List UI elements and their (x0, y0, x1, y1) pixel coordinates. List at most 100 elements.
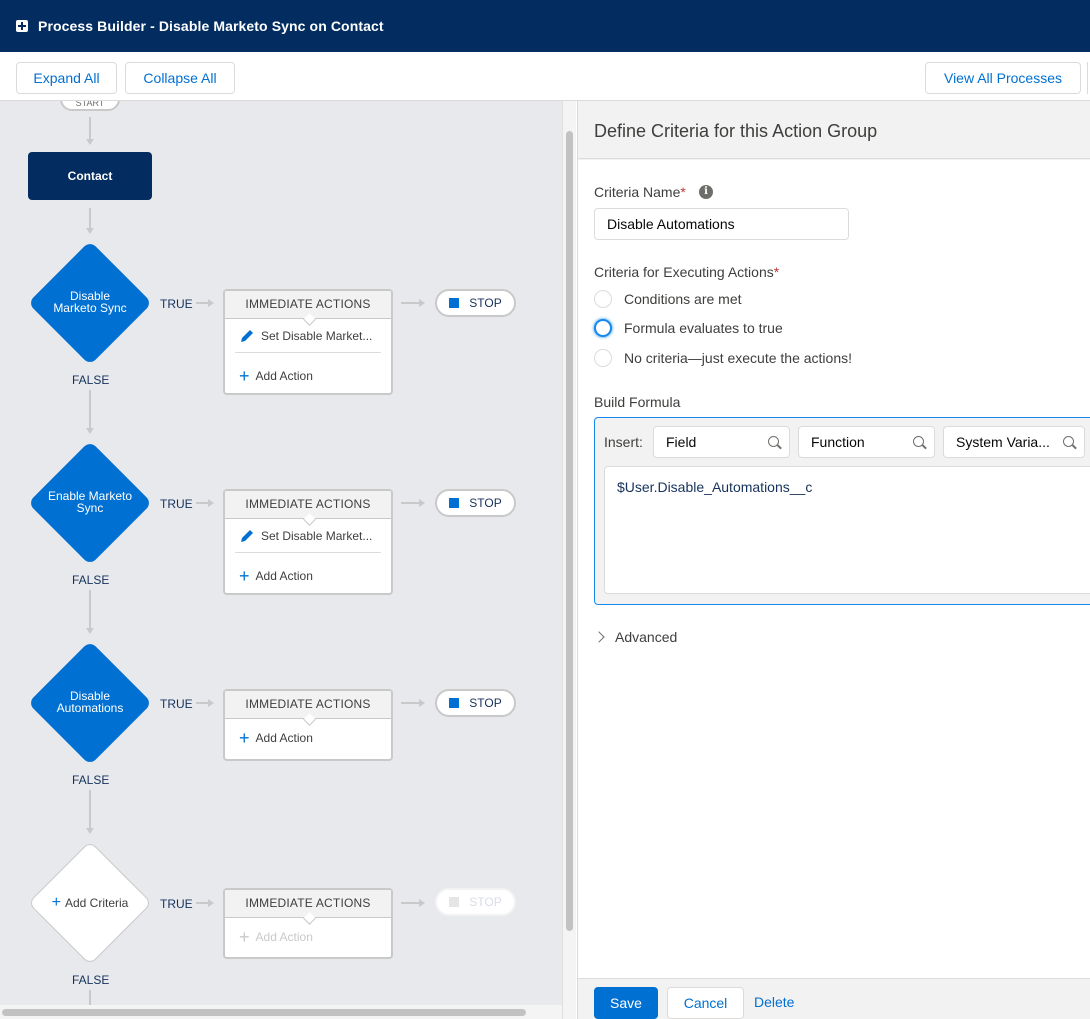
stop-node: STOP (435, 289, 516, 317)
object-node-contact[interactable]: Contact (28, 152, 152, 200)
arrow-right-icon (208, 899, 214, 907)
connector (89, 117, 91, 141)
arrow-down-icon (86, 139, 94, 145)
canvas-horizontal-scrollbar[interactable] (0, 1005, 562, 1019)
criteria-label: Enable Marketo Sync (47, 489, 133, 515)
false-label: FALSE (72, 973, 110, 987)
immediate-actions-group[interactable]: IMMEDIATE ACTIONS Set Disable Market... … (223, 489, 393, 595)
connector (89, 208, 91, 230)
plus-icon: + (51, 894, 61, 911)
immediate-actions-group-disabled: IMMEDIATE ACTIONS + Add Action (223, 888, 393, 959)
advanced-toggle[interactable]: Advanced (593, 629, 677, 645)
criteria-panel: Define Criteria for this Action Group Cr… (577, 101, 1090, 1019)
immediate-actions-header: IMMEDIATE ACTIONS (225, 890, 391, 918)
arrow-right-icon (419, 499, 425, 507)
criteria-name-input[interactable] (594, 208, 849, 240)
radio-button-selected[interactable] (594, 319, 612, 337)
arrow-right-icon (208, 699, 214, 707)
scrollbar-thumb[interactable] (2, 1009, 526, 1016)
immediate-actions-group[interactable]: IMMEDIATE ACTIONS Set Disable Market... … (223, 289, 393, 395)
true-label: TRUE (160, 497, 193, 511)
radio-button[interactable] (594, 349, 612, 367)
panel-header: Define Criteria for this Action Group (578, 101, 1090, 159)
add-action-button[interactable]: + Add Action (239, 566, 313, 586)
false-label: FALSE (72, 773, 110, 787)
arrow-right-icon (419, 899, 425, 907)
stop-node: STOP (435, 489, 516, 517)
stop-icon (449, 498, 460, 508)
connector (196, 702, 210, 704)
insert-function-combobox[interactable]: Function (798, 426, 935, 458)
cancel-button[interactable]: Cancel (667, 987, 744, 1019)
stop-node: STOP (435, 689, 516, 717)
process-builder-icon (16, 20, 28, 32)
search-icon (768, 436, 779, 447)
connector (89, 790, 91, 830)
app-header: Process Builder - Disable Marketo Sync o… (0, 0, 1090, 52)
immediate-actions-header: IMMEDIATE ACTIONS (225, 491, 391, 519)
stop-icon (449, 298, 460, 308)
insert-system-variable-combobox[interactable]: System Varia... (943, 426, 1085, 458)
radio-conditions-met[interactable]: Conditions are met (594, 289, 742, 309)
view-all-processes-button[interactable]: View All Processes (925, 62, 1081, 94)
toolbar-overflow-button[interactable] (1087, 62, 1090, 94)
executing-criteria-label: Criteria for Executing Actions* (594, 264, 780, 280)
connector (401, 502, 421, 504)
stop-node-disabled: STOP (435, 888, 516, 916)
true-label: TRUE (160, 697, 193, 711)
pencil-icon (241, 329, 253, 342)
build-formula-label: Build Formula (594, 394, 681, 410)
arrow-down-icon (86, 428, 94, 434)
arrow-right-icon (419, 699, 425, 707)
delete-link[interactable]: Delete (754, 994, 795, 1010)
formula-textarea[interactable]: $User.Disable_Automations__c (604, 466, 1090, 594)
arrow-down-icon (86, 628, 94, 634)
connector (196, 902, 210, 904)
arrow-right-icon (208, 299, 214, 307)
formula-builder: Insert: Field Function System Varia... $… (594, 417, 1090, 605)
radio-no-criteria[interactable]: No criteria—just execute the actions! (594, 348, 852, 368)
arrow-down-icon (86, 828, 94, 834)
true-label: TRUE (160, 897, 193, 911)
toolbar: Expand All Collapse All View All Process… (0, 52, 1090, 101)
criteria-label: Disable Automations (56, 689, 124, 715)
connector (196, 502, 210, 504)
process-canvas[interactable]: START Contact Disable Marketo Sync TRUE … (0, 101, 562, 1019)
expand-all-button[interactable]: Expand All (16, 62, 117, 94)
action-item[interactable]: Set Disable Market... (235, 519, 381, 553)
action-item[interactable]: Set Disable Market... (235, 319, 381, 353)
info-icon[interactable]: i (699, 185, 713, 199)
false-label: FALSE (72, 373, 110, 387)
panel-footer: Save Cancel Delete (578, 978, 1090, 1019)
add-action-button[interactable]: + Add Action (239, 366, 313, 386)
criteria-label: Disable Marketo Sync (53, 289, 127, 315)
stop-icon (449, 698, 460, 708)
panel-body: Criteria Name* i Criteria for Executing … (578, 160, 1090, 978)
connector (89, 590, 91, 630)
save-button[interactable]: Save (594, 987, 658, 1019)
connector (196, 302, 210, 304)
radio-button[interactable] (594, 290, 612, 308)
immediate-actions-header: IMMEDIATE ACTIONS (225, 291, 391, 319)
collapse-all-button[interactable]: Collapse All (125, 62, 235, 94)
add-criteria-button[interactable]: +Add Criteria (51, 894, 129, 911)
criteria-name-label: Criteria Name* (594, 184, 686, 200)
page-title: Process Builder - Disable Marketo Sync o… (38, 18, 384, 34)
connector (401, 902, 421, 904)
arrow-down-icon (86, 228, 94, 234)
immediate-actions-header: IMMEDIATE ACTIONS (225, 691, 391, 719)
insert-label: Insert: (604, 434, 643, 450)
add-action-button[interactable]: + Add Action (239, 728, 313, 748)
arrow-right-icon (208, 499, 214, 507)
scrollbar-thumb[interactable] (566, 131, 573, 931)
panel-title: Define Criteria for this Action Group (594, 121, 878, 141)
connector (89, 390, 91, 430)
radio-formula-true[interactable]: Formula evaluates to true (594, 318, 783, 338)
chevron-right-icon (593, 631, 605, 643)
search-icon (1063, 436, 1074, 447)
add-action-button-disabled: + Add Action (239, 927, 313, 947)
insert-field-combobox[interactable]: Field (653, 426, 790, 458)
immediate-actions-group[interactable]: IMMEDIATE ACTIONS + Add Action (223, 689, 393, 761)
canvas-vertical-scrollbar[interactable] (562, 101, 576, 1019)
connector (89, 990, 91, 1019)
